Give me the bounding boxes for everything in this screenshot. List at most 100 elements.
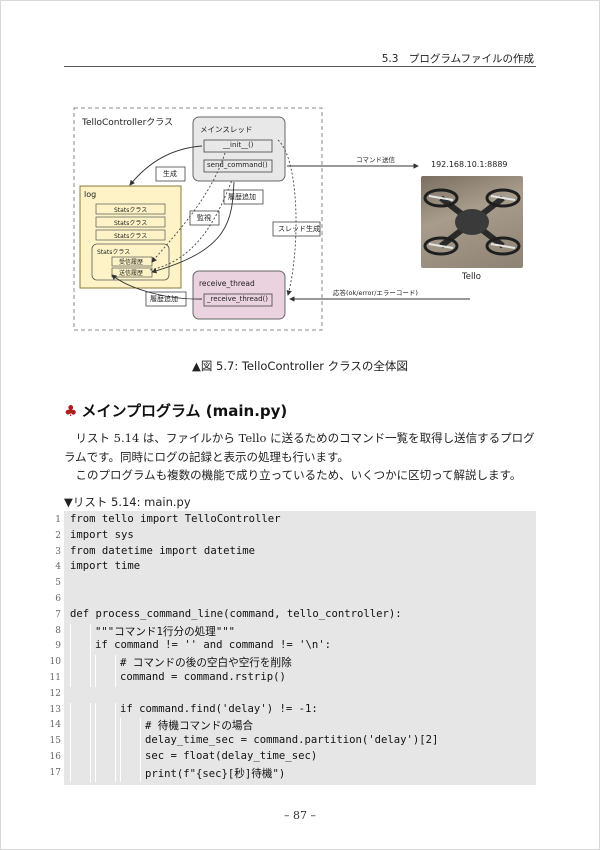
section-title-text: メインプログラム (main.py) [81,402,288,420]
code-line: 5 [0,576,600,592]
code-line: 11 command = command.rstrip() [0,671,600,687]
line-number: 9 [55,641,61,652]
history-add-label-2: 履歴追加 [150,295,178,303]
line-code: command = command.rstrip() [120,671,286,683]
indent-guide [70,623,91,640]
line-code: print(f"{sec}[秒]待機") [145,767,286,780]
line-number: 7 [55,609,61,620]
indent-guide [120,765,141,782]
class-boundary [73,107,323,331]
line-number: 8 [55,625,61,636]
indent-guide [95,655,116,672]
club-icon: ♣ [64,402,78,420]
code-line: 7 def process_command_line(command, tello… [0,608,600,624]
line-number: 3 [55,546,61,557]
line-code: if command.find('delay') != -1: [120,702,318,715]
receive-thread-label: receive_thread [199,279,255,288]
main-thread-label: メインスレッド [200,125,253,134]
indent-guide [70,671,91,687]
class-diagram: TelloControllerクラス メインスレッド __init__() se… [0,0,600,340]
line-number: 2 [55,530,61,541]
command-send-label: コマンド送信 [356,156,395,164]
line-number: 16 [49,752,61,762]
indent-guide [120,750,141,766]
stats-class-label: Statsクラス [97,249,131,256]
indent-guide [70,702,91,719]
code-line: 2 import sys [0,529,600,545]
code-line: 4 import time [0,560,600,576]
paragraph-2: このプログラムも複数の機能で成り立っているため、いくつかに区切って解説します。 [64,468,522,482]
code-line: 12 [0,687,600,703]
code-line: 15 delay_time_sec = command.partition('de… [0,734,600,751]
line-code: def process_command_line(command, tello_… [70,607,402,620]
receive-method-label: _receive_thread() [207,295,268,303]
figure-caption: ▲図 5.7: TelloController クラスの全体図 [192,359,408,373]
drone-icon [423,188,521,256]
line-code: import sys [70,528,134,541]
page-number: – 87 – [284,809,316,822]
indent-guide [120,734,141,751]
line-code: """コマンド1行分の処理""" [95,625,235,638]
code-line: 6 [0,592,600,608]
section-title: ♣メインプログラム (main.py) [64,400,287,421]
line-number: 4 [55,562,61,573]
tello-drone-photo [421,176,523,268]
line-code: import time [70,560,141,573]
line-code: delay_time_sec = command.partition('dela… [145,734,439,747]
indent-guide [70,765,91,782]
line-number: 15 [49,736,61,747]
code-block [64,511,536,785]
generate-label: 生成 [163,170,177,178]
header-rule [64,66,536,67]
line-code: sec = float(delay_time_sec) [145,750,318,762]
ip-address-label: 192.168.10.1:8889 [431,160,508,169]
response-label: 応答(ok/error/エラーコード) [333,289,418,297]
running-head: 5.3 プログラムファイルの作成 [381,53,534,65]
indent-guide [95,765,116,782]
line-number: 11 [49,673,61,683]
line-number: 13 [49,704,61,715]
monitor-label: 監視 [197,214,211,222]
receive-history-label: 受信履歴 [119,259,144,266]
diagram-lines [73,107,470,331]
indent-guide [120,718,141,735]
code-line: 17 print(f"{sec}[秒]待機") [0,765,600,782]
line-number: 10 [49,657,61,668]
indent-guide [70,718,91,735]
send-history-label: 送信履歴 [119,270,144,277]
line-code: # 待機コマンドの場合 [145,720,254,733]
stats-item-1: Statsクラス [114,207,148,214]
code-line: 3 from datetime import datetime [0,545,600,561]
code-line: 8 """コマンド1行分の処理""" [0,623,600,640]
indent-guide [95,734,116,751]
indent-guide [70,734,91,751]
code-line: 10 # コマンドの後の空白や空行を削除 [0,655,600,672]
stats-item-2: Statsクラス [114,220,148,227]
code-line: 13 if command.find('delay') != -1: [0,702,600,719]
line-number: 6 [55,594,61,604]
indent-guide [95,750,116,766]
send-command-method-label: send_command() [207,161,268,169]
paragraph-1: リスト 5.14 は、ファイルから Tello に送るためのコマンド一覧を取得し… [64,431,535,464]
line-number: 14 [49,720,61,731]
indent-guide [70,655,91,672]
line-number: 17 [49,767,61,778]
line-code: if command != '' and command != '\n': [95,639,331,652]
history-add-label: 履歴追加 [228,193,256,201]
log-label: log [84,190,97,199]
class-label: TelloControllerクラス [82,118,174,128]
line-code: from tello import TelloController [70,513,281,525]
init-method-label: __init__() [223,141,254,149]
line-code: # コマンドの後の空白や空行を削除 [120,657,292,670]
indent-guide [95,702,116,719]
code-line: 9 if command != '' and command != '\n': [0,639,600,656]
drone-label: Tello [462,272,481,282]
indent-guide [70,639,91,656]
indent-guide [95,718,116,735]
indent-guide [95,671,116,687]
line-number: 12 [49,688,61,699]
indent-guide [70,750,91,766]
thread-create-label: スレッド生成 [278,225,320,233]
line-code: from datetime import datetime [70,544,255,557]
